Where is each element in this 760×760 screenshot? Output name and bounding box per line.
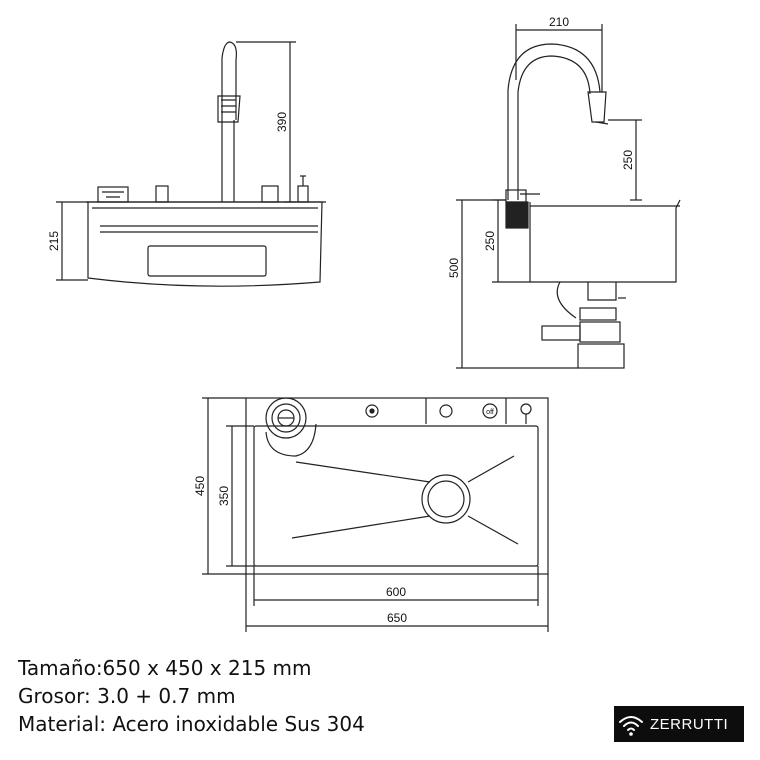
- spec-material: Material: Acero inoxidable Sus 304: [18, 712, 365, 736]
- brand-name: ZERRUTTI: [650, 715, 729, 733]
- dim-faucet-reach: 210: [549, 15, 569, 29]
- spec-thickness: Grosor: 3.0 + 0.7 mm: [18, 684, 236, 708]
- top-soap-pump: [520, 403, 532, 415]
- top-button-off: [482, 403, 498, 419]
- top-cup-washer: [265, 423, 317, 457]
- side-basin: [529, 199, 681, 283]
- dim-inner-width: 600: [386, 585, 406, 599]
- side-faucet: [507, 43, 601, 200]
- top-drain: [421, 474, 471, 524]
- front-view: [56, 41, 326, 287]
- dim-side-height: 215: [47, 231, 61, 251]
- front-faucet: [221, 41, 237, 202]
- wifi-icon: [619, 716, 643, 736]
- front-accessory-right: [261, 185, 279, 203]
- front-soap-dispenser: [297, 185, 309, 203]
- top-view: [202, 397, 549, 632]
- dim-top-width: 650: [387, 611, 407, 625]
- dim-spout-drop: 250: [621, 150, 635, 170]
- top-outer: [245, 397, 549, 575]
- front-sink-body: [87, 201, 323, 287]
- spec-size: Tamaño:650 x 450 x 215 mm: [18, 656, 312, 680]
- front-window: [147, 245, 267, 277]
- top-inner: [253, 425, 539, 567]
- dim-faucet-height: 390: [275, 112, 289, 132]
- spec-list: Tamaño:650 x 450 x 215 mm Grosor: 3.0 + …: [18, 654, 365, 738]
- dim-top-depth: 450: [193, 476, 207, 496]
- dim-basin-depth: 250: [483, 231, 497, 251]
- brand-logo: ZERRUTTI: [614, 706, 744, 742]
- dim-inner-depth: 350: [217, 486, 231, 506]
- technical-drawing: 215 390 210 250 250 500 450 350 600 650 …: [47, 15, 681, 632]
- side-drain: [587, 282, 617, 301]
- top-knob: [365, 404, 379, 418]
- front-accessory-left: [97, 186, 129, 203]
- off-button-label: off: [486, 409, 494, 416]
- dim-total-height: 500: [447, 258, 461, 278]
- top-button-left: [439, 404, 453, 418]
- front-accessory-knob: [155, 185, 169, 203]
- side-view: [456, 24, 681, 369]
- side-valve: [505, 201, 529, 229]
